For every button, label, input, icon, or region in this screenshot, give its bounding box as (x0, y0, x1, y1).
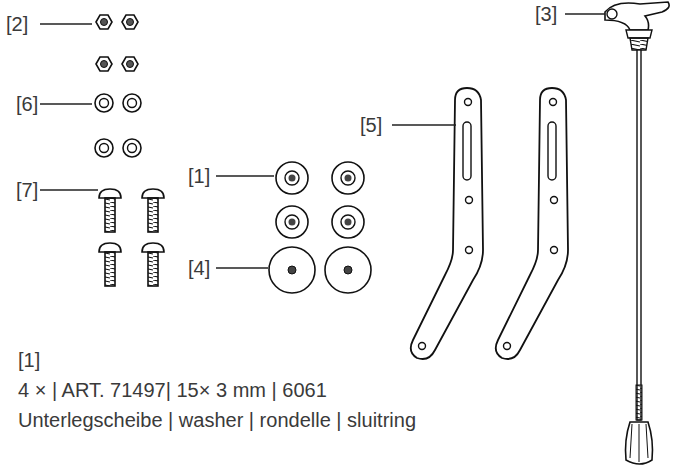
callout-number: [1] (18, 348, 40, 372)
callout-number: [2] (6, 12, 28, 36)
part-description: Unterlegscheibe | washer | rondelle | sl… (18, 408, 416, 432)
callout-number: [3] (535, 2, 557, 26)
callout-number: [1] (188, 164, 210, 188)
callout-number: [5] (360, 113, 382, 137)
part-spec: 4 × | ART. 71497| 15× 3 mm | 6061 (18, 378, 327, 402)
callout-number: [6] (16, 92, 38, 116)
callout-number: [4] (188, 256, 210, 280)
callout-number: [7] (16, 178, 38, 202)
